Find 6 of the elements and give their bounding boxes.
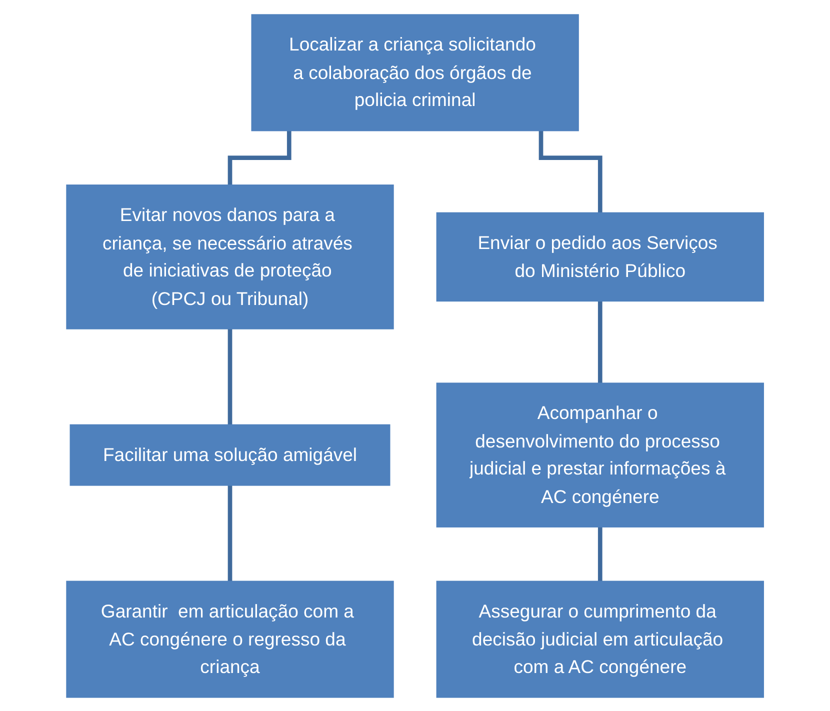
node-box: Assegurar o cumprimento da decisão judicial em articulação com a AC congénere [436, 580, 764, 698]
node-box: Enviar o pedido aos Serviços do Ministério Público [436, 212, 764, 302]
node-box: Garantir em articulação com a AC congénere o regresso da criança [66, 580, 394, 698]
node-box: Localizar a criança solicitando a colaboração dos órgãos de policia criminal [251, 14, 579, 131]
node-box: Evitar novos danos para a criança, se necessário através de iniciativas de proteção (CPCJ ou Tribunal) [66, 184, 394, 329]
node-box: Facilitar uma solução amigável [70, 424, 390, 486]
